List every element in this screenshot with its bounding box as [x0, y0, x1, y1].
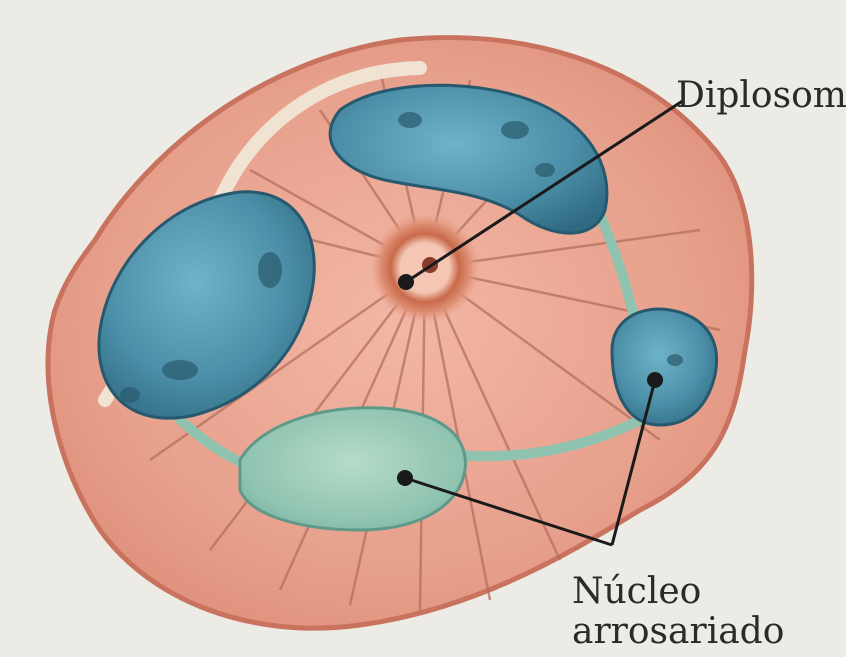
- nucleus-lobe-right: [612, 309, 717, 425]
- pointer-dot-nucleo-right: [647, 372, 663, 388]
- label-nucleo-line1: Núcleo: [572, 572, 784, 612]
- label-nucleo-line2: arrosariado: [572, 612, 784, 652]
- pointer-dot-diplosoma: [398, 274, 414, 290]
- label-diplosoma: Diplosom: [676, 78, 846, 114]
- pointer-dot-nucleo-left: [397, 470, 413, 486]
- label-nucleo-arrosariado: Núcleo arrosariado: [572, 572, 784, 653]
